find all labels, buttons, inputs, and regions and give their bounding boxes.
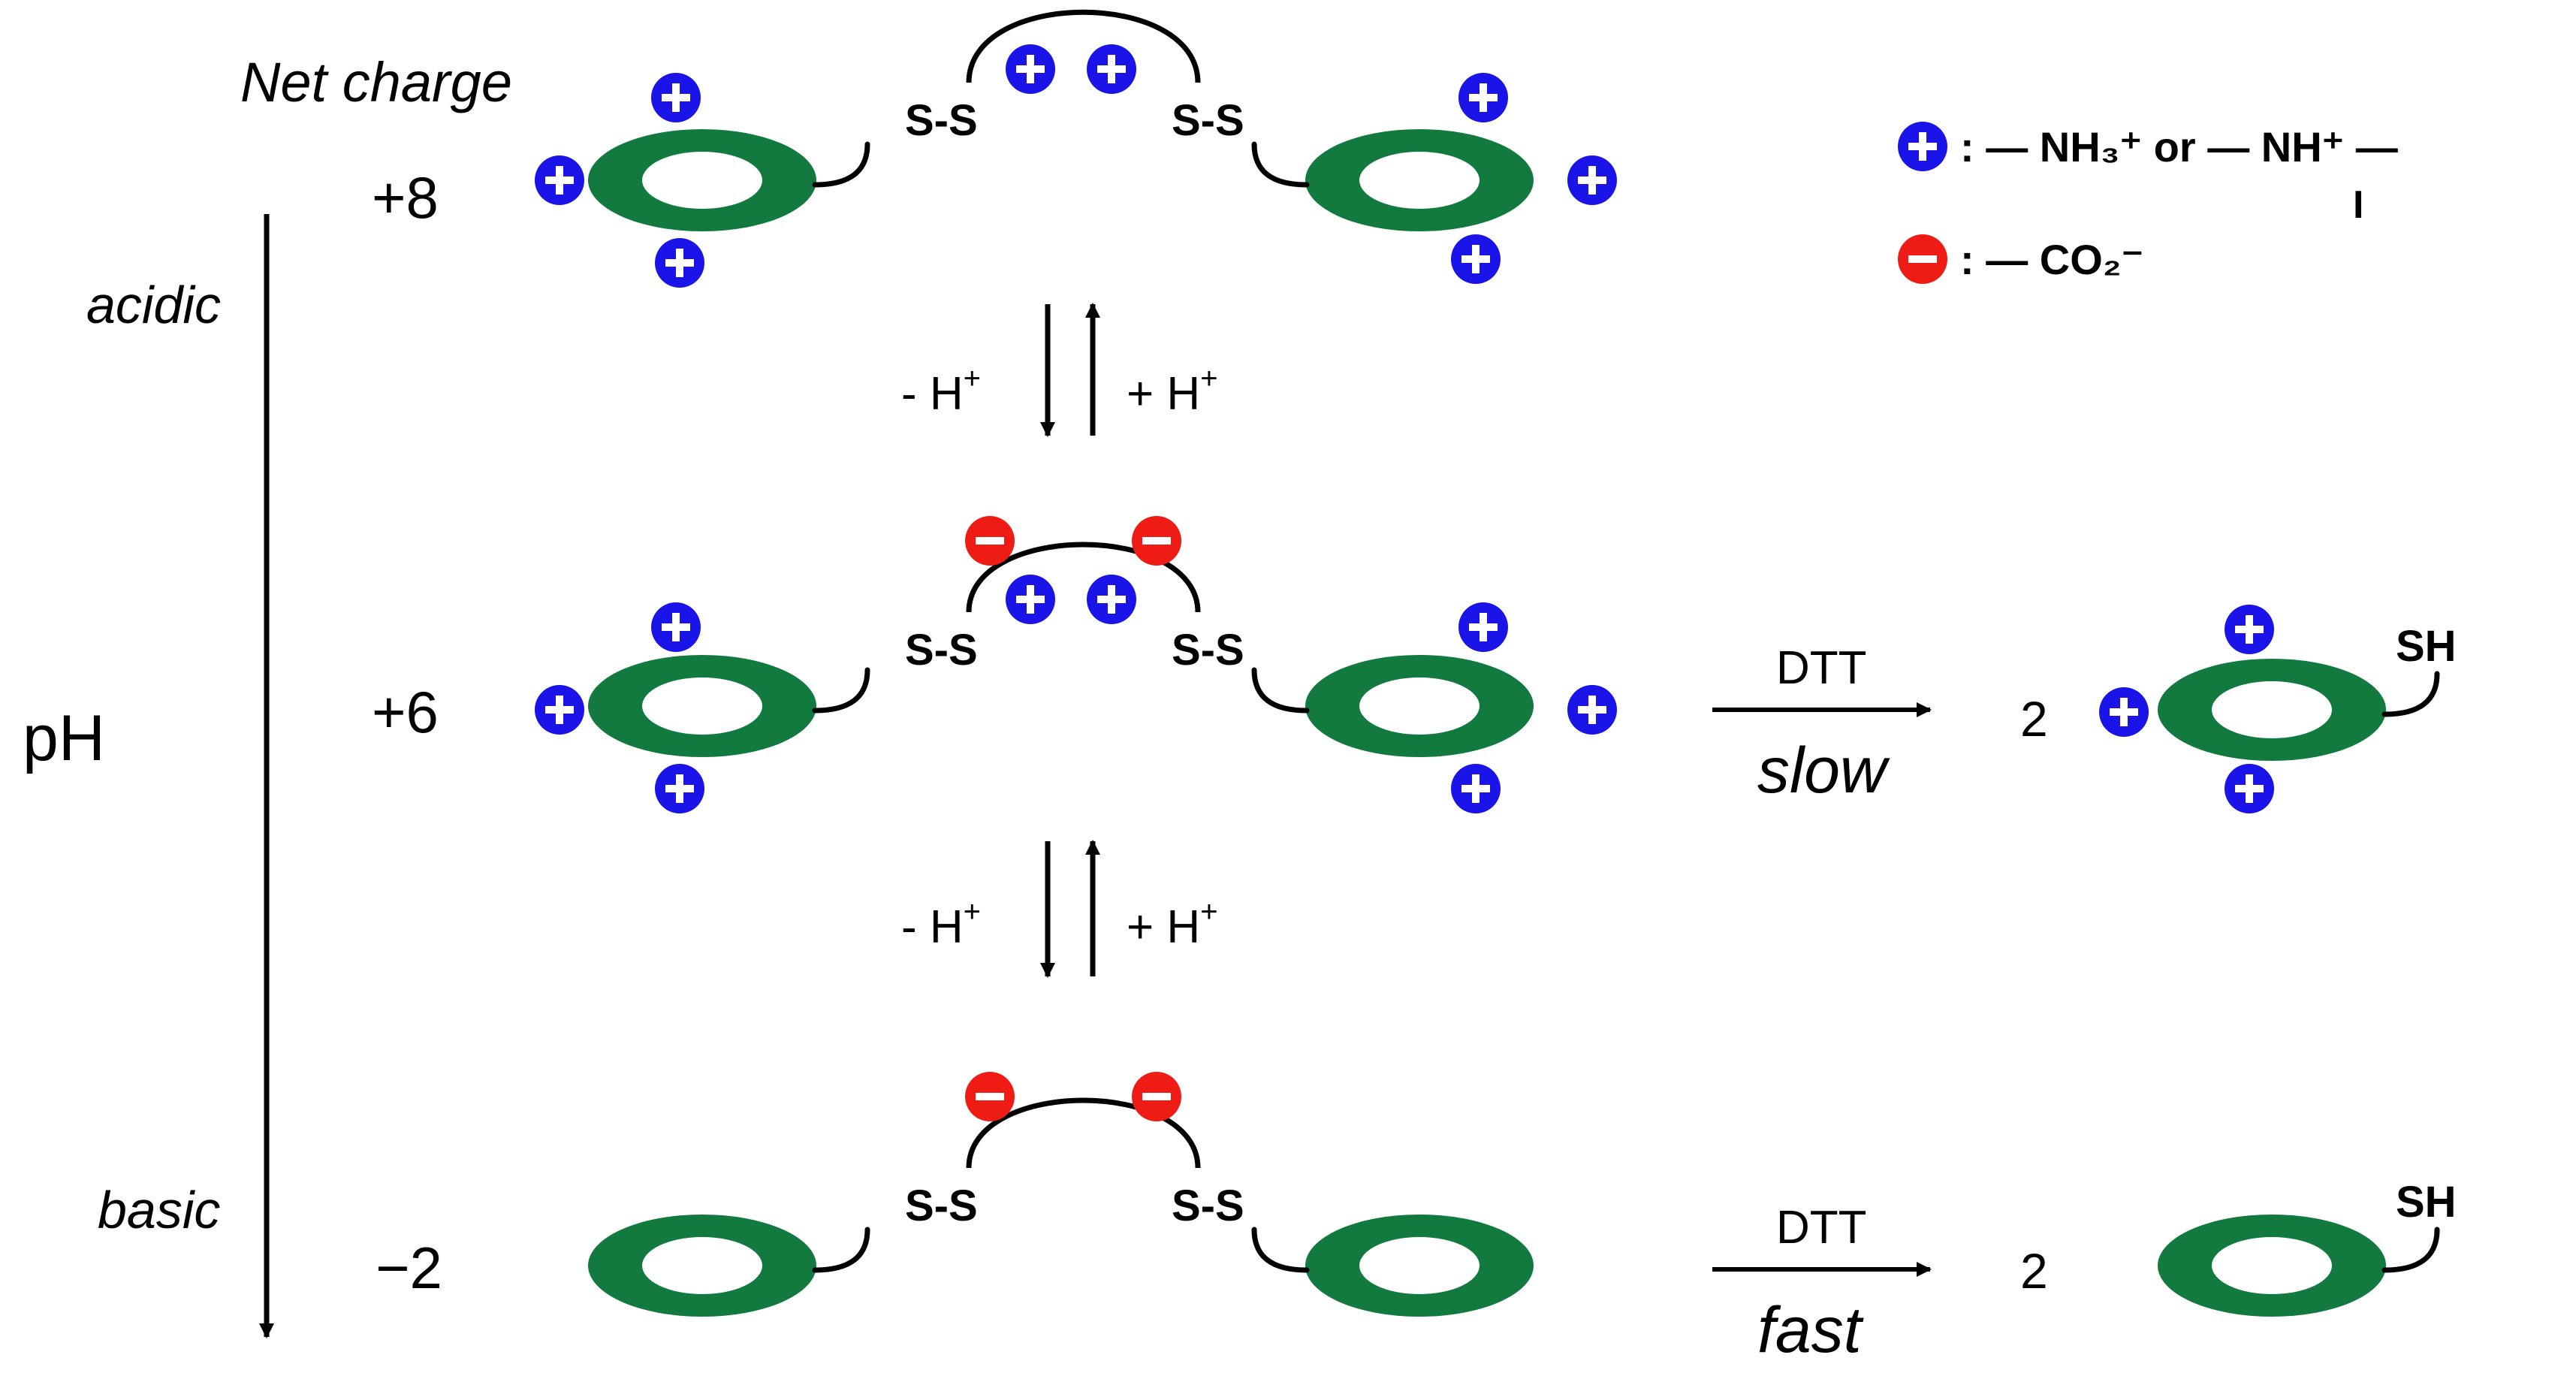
negative-charge-icon	[965, 516, 1015, 566]
macrocycle-ring	[2158, 1215, 2437, 1317]
rate-label-slow: slow	[1757, 735, 1890, 807]
legend: : — NH₃⁺ or — NH⁺ — I : — CO₂⁻	[1898, 122, 2398, 284]
disulfide-linker	[966, 1097, 1201, 1169]
disulfide-label: S-S	[1172, 1181, 1244, 1230]
basic-label: basic	[98, 1181, 220, 1239]
macrocycle-ring	[1254, 1215, 1534, 1317]
disulfide-label: S-S	[905, 96, 978, 145]
legend-positive-substituent: I	[2353, 183, 2363, 227]
macrocycle-ring	[588, 655, 867, 757]
dimer-acidic: S-S S-S	[535, 9, 1617, 288]
dtt-reduction-slow: DTT slow 2 SH	[1712, 605, 2457, 813]
positive-charge-icon	[535, 685, 584, 735]
deprotonation-label: - H+	[901, 895, 981, 953]
reagent-label: DTT	[1776, 1202, 1867, 1254]
legend-negative-text: : — CO₂⁻	[1960, 236, 2143, 283]
protonation-label: + H+	[1127, 895, 1218, 953]
dtt-reduction-fast: DTT fast 2 SH	[1712, 1178, 2457, 1366]
positive-charge-icon	[1567, 155, 1617, 205]
positive-charge-icon	[2225, 605, 2274, 654]
positive-charge-icon	[535, 155, 584, 205]
thiol-label: SH	[2396, 622, 2457, 671]
net-charge-heading: Net charge	[240, 51, 512, 113]
net-charge-plus6: +6	[372, 679, 439, 745]
positive-charge-icon	[1567, 685, 1617, 735]
legend-positive-text: : — NH₃⁺ or — NH⁺ —	[1960, 123, 2398, 170]
macrocycle-ring	[588, 1215, 867, 1317]
positive-charge-icon	[1087, 575, 1136, 624]
disulfide-label: S-S	[1172, 96, 1244, 145]
positive-charge-icon	[1451, 234, 1501, 284]
macrocycle-ring	[1254, 655, 1534, 757]
disulfide-linker	[966, 542, 1201, 613]
equilibrium-arrows-2: - H+ + H+	[901, 840, 1218, 978]
positive-charge-icon	[651, 602, 701, 652]
positive-charge-icon	[2099, 687, 2149, 737]
disulfide-label: S-S	[905, 1181, 978, 1230]
equilibrium-arrows-1: - H+ + H+	[901, 303, 1218, 437]
positive-charge-icon	[1087, 44, 1136, 94]
positive-charge-icon	[655, 764, 704, 813]
positive-charge-icon	[1451, 764, 1501, 813]
acidic-label: acidic	[86, 276, 221, 334]
dimer-basic: S-S S-S	[588, 1072, 1534, 1317]
disulfide-linker	[966, 9, 1201, 83]
rate-label-fast: fast	[1757, 1294, 1864, 1366]
disulfide-label: S-S	[1172, 626, 1244, 674]
negative-charge-icon	[965, 1072, 1015, 1121]
positive-charge-icon	[1006, 44, 1055, 94]
negative-charge-icon	[1898, 234, 1947, 284]
net-charge-minus2: −2	[376, 1235, 442, 1301]
disulfide-label: S-S	[905, 626, 978, 674]
dimer-intermediate: S-S S-S	[535, 516, 1617, 813]
negative-charge-icon	[1132, 1072, 1181, 1121]
deprotonation-label: - H+	[901, 362, 981, 420]
reagent-label: DTT	[1776, 642, 1867, 694]
stoichiometry: 2	[2020, 691, 2048, 747]
thiol-label: SH	[2396, 1178, 2457, 1227]
positive-charge-icon	[1898, 122, 1947, 171]
protonation-label: + H+	[1127, 362, 1218, 420]
positive-charge-icon	[2225, 764, 2274, 813]
macrocycle-ring	[2158, 659, 2437, 761]
macrocycle-ring	[1254, 129, 1534, 231]
net-charge-plus8: +8	[372, 164, 439, 231]
negative-charge-icon	[1132, 516, 1181, 566]
ph-axis-label: pH	[23, 702, 105, 774]
positive-charge-icon	[1458, 73, 1508, 122]
positive-charge-icon	[1006, 575, 1055, 624]
positive-charge-icon	[1458, 602, 1508, 652]
macrocycle-ring	[588, 129, 867, 231]
positive-charge-icon	[651, 73, 701, 122]
positive-charge-icon	[655, 238, 704, 288]
stoichiometry: 2	[2020, 1243, 2048, 1299]
